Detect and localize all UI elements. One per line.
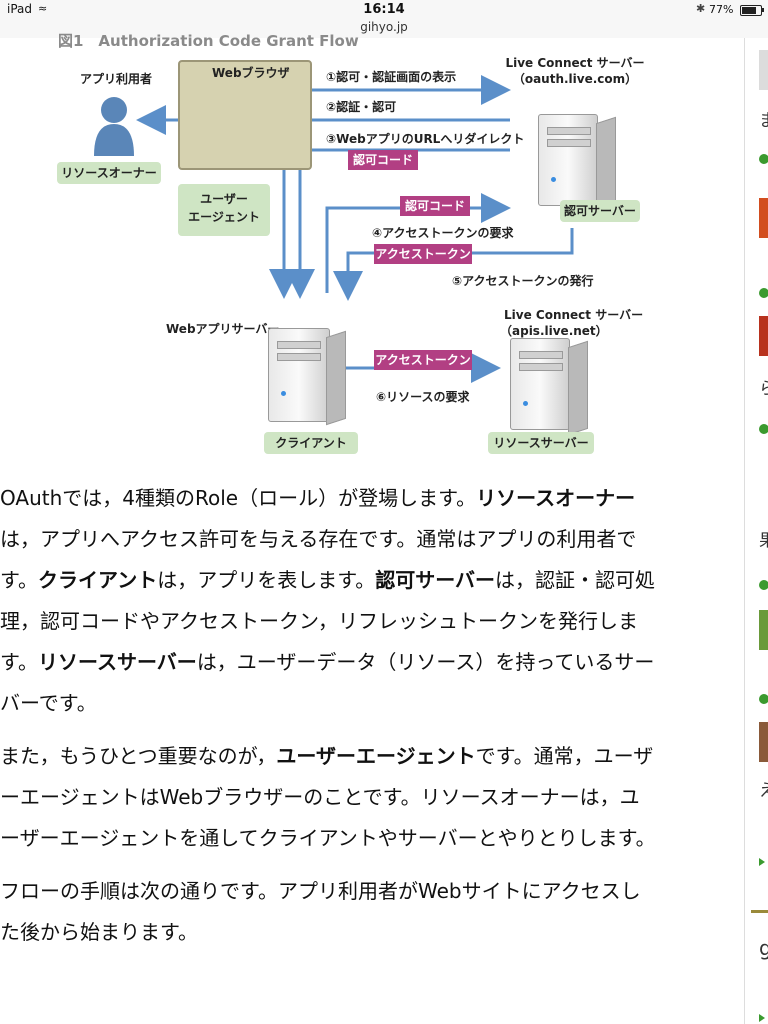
step2-label: ②認証・認可 [326,100,397,114]
text-run: 理，認可コードやアクセストークン，リフレッシュトークンを発行しま [0,609,638,633]
text-run: は，ユーザーデータ（リソース）を持っているサー [196,650,655,674]
bold-term: リソースサーバー [38,650,197,674]
client-role-box: クライアント [264,432,358,454]
sidebar-bullet-icon [759,288,768,298]
text-line: す。リソースサーバーは，ユーザーデータ（リソース）を持っているサー [0,642,730,683]
access-token-tag-2: アクセストークン [374,350,472,370]
step5-label: ⑤アクセストークンの発行 [452,274,594,288]
user-icon [94,97,134,156]
sidebar-bullet-icon [759,694,768,704]
sidebar-arrow-icon[interactable] [759,1014,765,1022]
status-bar: iPad ≈ 16:14 gihyo.jp ✱ 77% [0,0,768,38]
sidebar-thumbnail[interactable] [759,198,768,238]
user-agent-box: ユーザー エージェント [178,184,270,236]
access-token-tag-1: アクセストークン [374,244,472,264]
figure-caption: 図1 Authorization Code Grant Flow [58,32,359,50]
sidebar-divider [751,910,768,913]
auth-server-host: （oauth.live.com） [512,72,638,86]
sidebar-thumbnail[interactable] [759,50,768,90]
text-run: は，アプリへアクセス許可を与える存在です。通常はアプリの利用者で [0,527,637,551]
text-run: ーエージェントはWebブラウザーのことです。リソースオーナーは，ユ [0,785,640,809]
text-run: また，もうひとつ重要なのが， [0,744,277,768]
auth-code-tag-2: 認可コード [400,196,470,216]
text-run: ーザーエージェントを通してクライアントやサーバーとやりとりします。 [0,826,656,850]
battery-tip [762,8,764,12]
auth-code-tag-1: 認可コード [348,150,418,170]
auth-server-title: Live Connect サーバー [505,56,645,70]
clock: 16:14 [363,2,405,17]
sidebar-thumbnail[interactable] [759,722,768,762]
text-run: フローの手順は次の通りです。アプリ利用者がWebサイトにアクセスし [0,879,641,903]
auth-server-role: 認可サーバー [560,200,640,222]
sidebar-thumbnail[interactable] [759,316,768,356]
text-run: バーです。 [0,691,97,715]
text-line: OAuthでは，4種類のRole（ロール）が登場します。リソースオーナー [0,478,730,519]
text-line: た後から始まります。 [0,912,730,953]
text-run: OAuthでは，4種類のRole（ロール）が登場します。 [0,486,477,510]
sidebar-char: g [759,936,768,960]
paragraph-roles: OAuthでは，4種類のRole（ロール）が登場します。リソースオーナーは，アプ… [0,478,730,724]
sidebar-arrow-icon[interactable] [759,858,765,866]
text-run: す。 [0,650,38,674]
text-run: は，アプリを表します。 [157,568,376,592]
battery-icon [740,5,762,16]
webapp-server-label: Webアプリサーバー [166,322,280,336]
sidebar-char: ら [759,374,768,399]
right-sidebar: ま ら 果 え g [744,38,768,1024]
bluetooth-icon: ✱ [696,2,706,15]
bold-term: 認可サーバー [375,568,496,592]
sidebar-char: え [759,776,768,801]
web-browser-box [178,60,312,170]
bold-term: ユーザーエージェント [276,744,476,768]
text-line: 理，認可コードやアクセストークン，リフレッシュトークンを発行しま [0,601,730,642]
api-server-host: （apis.live.net） [500,324,608,338]
text-run: は，認証・認可処 [495,568,656,592]
text-run: た後から始まります。 [0,920,198,944]
text-run: です。通常，ユーザ [475,744,654,768]
text-line: また，もうひとつ重要なのが，ユーザーエージェントです。通常，ユーザ [0,736,730,777]
resource-server-role: リソースサーバー [488,432,594,454]
paragraph-flow: フローの手順は次の通りです。アプリ利用者がWebサイトにアクセスした後から始まり… [0,871,730,953]
address-bar-url[interactable]: gihyo.jp [360,20,408,34]
step4-label: ④アクセストークンの要求 [372,226,514,240]
sidebar-bullet-icon [759,154,768,164]
bold-term: クライアント [38,568,158,592]
user-label: アプリ利用者 [80,72,153,86]
wifi-icon: ≈ [38,2,48,15]
sidebar-bullet-icon [759,424,768,434]
sidebar-bullet-icon [759,580,768,590]
step3-label: ③WebアプリのURLへリダイレクト [326,132,525,146]
sidebar-char: 果 [759,526,768,551]
resource-owner-box: リソースオーナー [57,162,161,184]
api-server-title: Live Connect サーバー [504,308,644,322]
article-body: OAuthでは，4種類のRole（ロール）が登場します。リソースオーナーは，アプ… [0,478,730,965]
text-run: す。 [0,568,38,592]
text-line: バーです。 [0,683,730,724]
text-line: は，アプリへアクセス許可を与える存在です。通常はアプリの利用者で [0,519,730,560]
sidebar-thumbnail[interactable] [759,610,768,650]
device-label: iPad [7,2,33,16]
text-line: フローの手順は次の通りです。アプリ利用者がWebサイトにアクセスし [0,871,730,912]
text-line: ーザーエージェントを通してクライアントやサーバーとやりとりします。 [0,818,730,859]
step1-label: ①認可・認証画面の表示 [326,70,457,84]
bold-term: リソースオーナー [476,486,636,510]
battery-percent: 77% [709,3,734,16]
paragraph-user-agent: また，もうひとつ重要なのが，ユーザーエージェントです。通常，ユーザーエージェント… [0,736,730,859]
sidebar-char: ま [759,106,768,131]
text-line: ーエージェントはWebブラウザーのことです。リソースオーナーは，ユ [0,777,730,818]
web-browser-label: Webブラウザ [212,66,290,80]
step6-label: ⑥リソースの要求 [376,390,470,404]
oauth-flow-figure: 図1 Authorization Code Grant Flow アプリ利用者 … [0,32,740,470]
text-line: す。クライアントは，アプリを表します。認可サーバーは，認証・認可処 [0,560,730,601]
